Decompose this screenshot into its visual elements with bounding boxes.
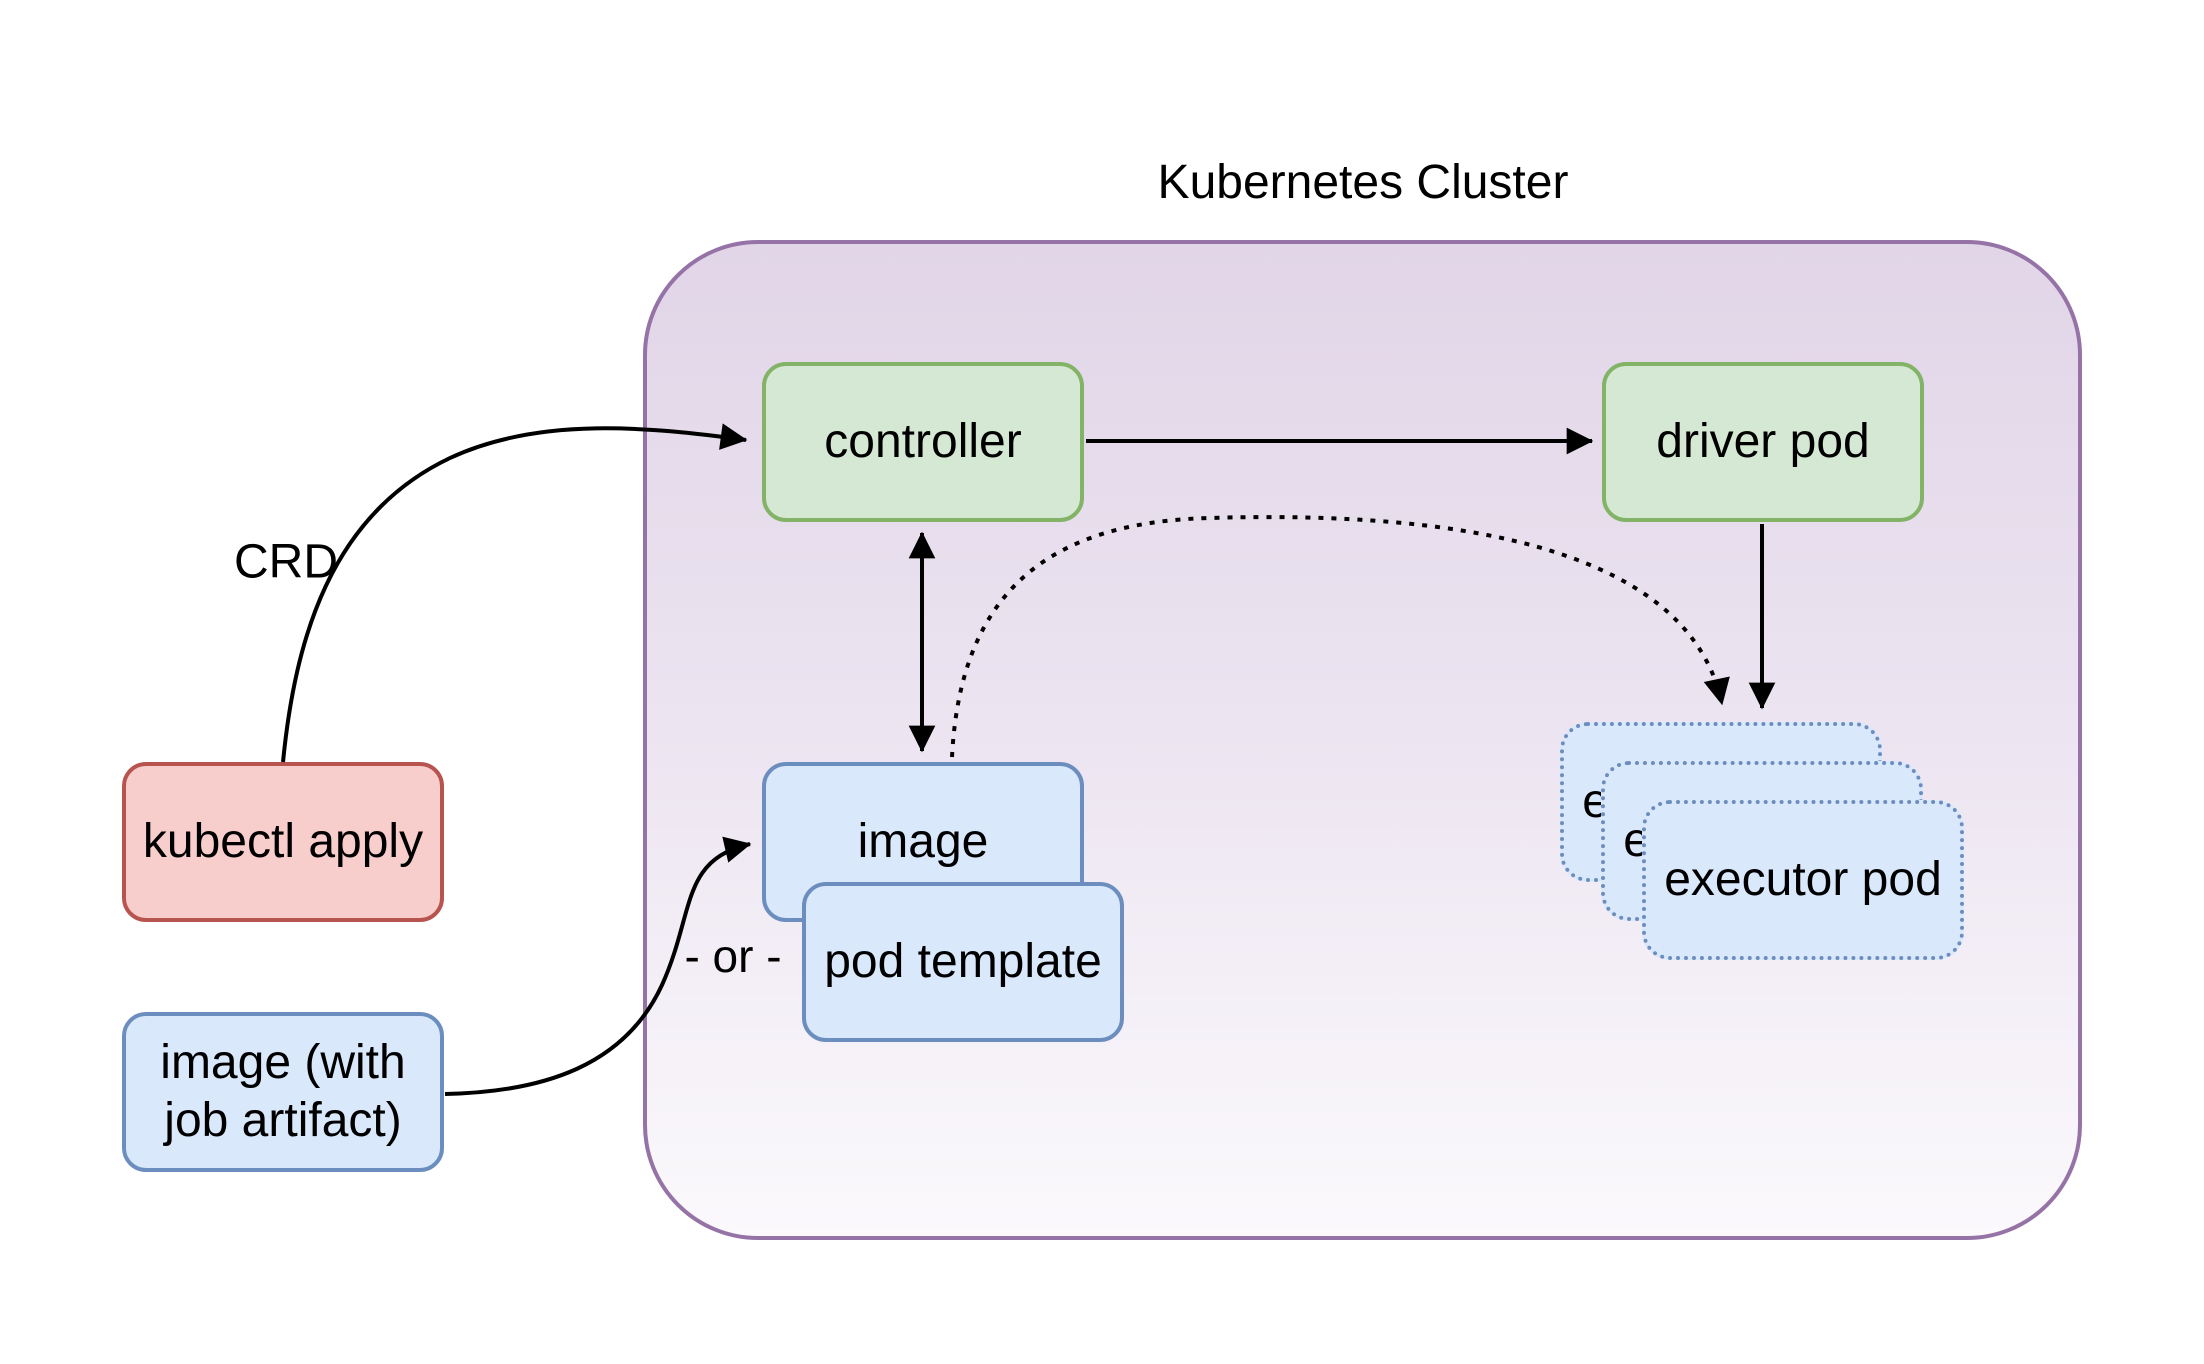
node-driver-pod: driver pod [1602,362,1924,522]
node-image-with-job-artifact: image (with job artifact) [122,1012,444,1172]
node-pod-template: pod template [802,882,1124,1042]
edge-label-crd: CRD [234,535,338,589]
node-executor-pod-front: executor pod [1642,800,1964,960]
cluster-title: Kubernetes Cluster [1157,156,1569,209]
label-or: - or - [684,930,782,982]
node-controller: controller [762,362,1084,522]
node-kubectl-apply: kubectl apply [122,762,444,922]
